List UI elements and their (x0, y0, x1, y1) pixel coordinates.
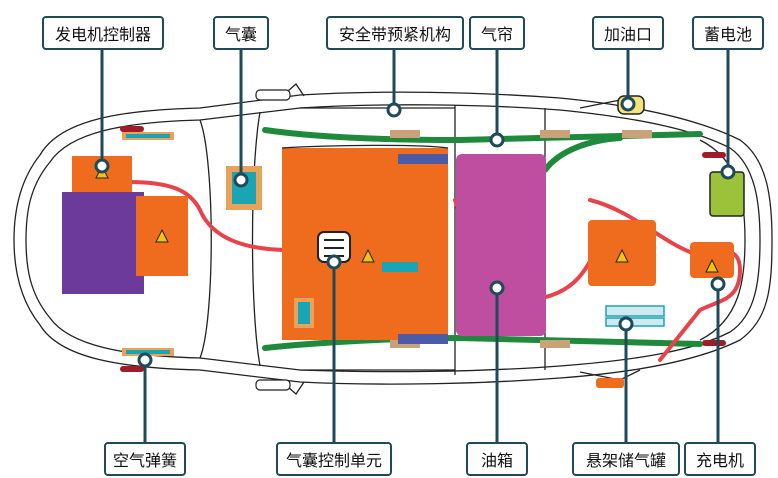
rear-connector (596, 378, 624, 388)
label-generator-controller: 发电机控制器 (42, 16, 164, 50)
label-seatbelt-pretensioner: 安全带预紧机构 (326, 16, 464, 50)
leader-dots (94, 96, 736, 368)
mirror-right (255, 379, 291, 391)
label-battery: 蓄电池 (692, 16, 764, 50)
mirror-left (255, 89, 291, 101)
suspension-reservoir (605, 305, 665, 327)
floor-sensor-2 (382, 262, 418, 272)
label-fuel-tank: 油箱 (466, 442, 528, 476)
leader-lines (100, 50, 730, 442)
seat-rail-bottom (398, 334, 448, 344)
generator (62, 192, 144, 294)
label-airbag: 气囊 (213, 16, 269, 50)
label-charger: 充电机 (684, 442, 756, 476)
wheel-markers (120, 126, 726, 372)
floor-sensor-1-core (298, 302, 310, 324)
label-suspension-reservoir: 悬架储气罐 (572, 442, 680, 476)
label-curtain: 气帘 (469, 16, 525, 50)
fuel-tank (456, 154, 546, 336)
curtain-airbag (262, 127, 703, 351)
label-airbag-control-unit: 气囊控制单元 (276, 442, 392, 476)
cabin-floor (282, 148, 448, 340)
label-air-spring: 空气弹簧 (104, 442, 186, 476)
label-fuel-filler: 加油口 (592, 16, 664, 50)
seat-rail-top (398, 154, 448, 164)
